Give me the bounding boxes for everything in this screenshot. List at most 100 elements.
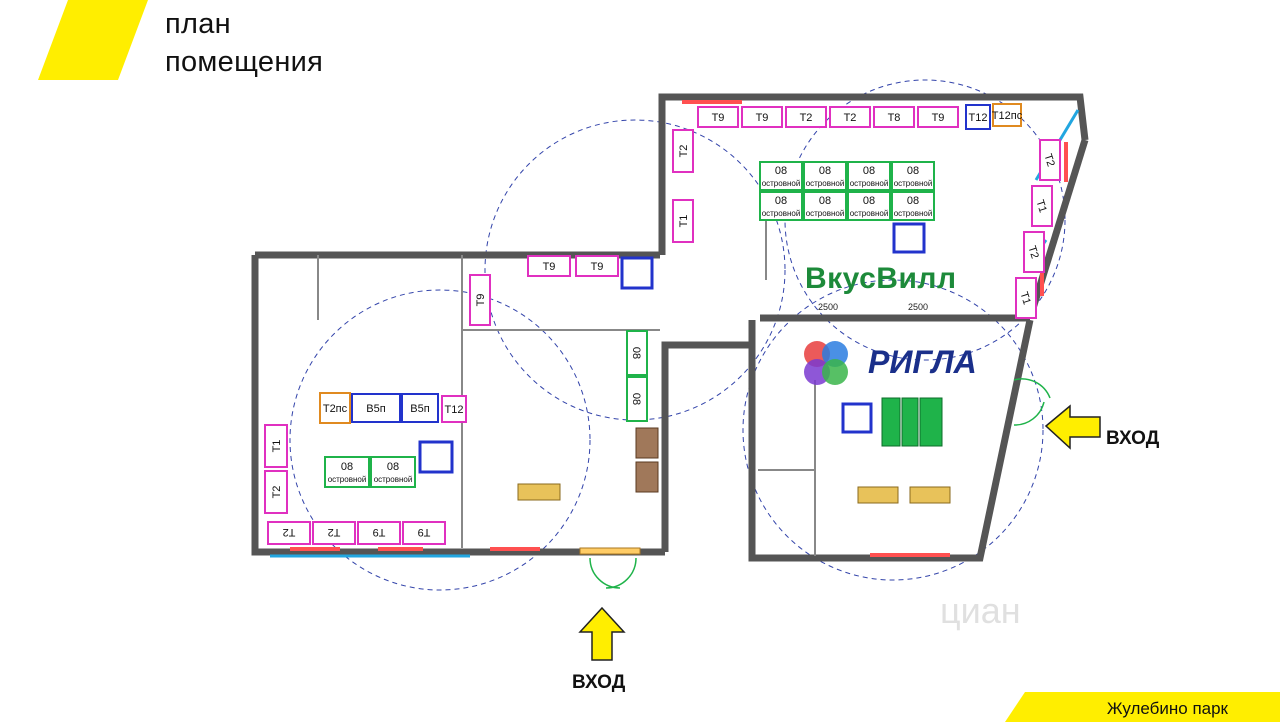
- left-island-1: 08: [387, 461, 399, 473]
- right-wall-shelf-2: Т2: [1025, 244, 1040, 260]
- left-shelf-t2ps-frame: [319, 392, 351, 424]
- page-title-line1: план: [165, 8, 231, 40]
- right-wall-shelf-3-frame: [1015, 277, 1037, 319]
- left-island-0-sub: островной: [328, 475, 367, 484]
- mid-shelf-0-frame: [527, 255, 571, 277]
- top-shelf-2: Т2: [800, 112, 813, 124]
- top-corner-t12: Т12: [969, 112, 988, 124]
- mid-vert-island-0: 08: [630, 347, 642, 359]
- mid-shelf-1-frame: [575, 255, 619, 277]
- top-corner-t12ps-frame: [992, 103, 1022, 127]
- right-island-7: 08: [907, 195, 919, 207]
- entrance-arrow-right: [1044, 404, 1101, 450]
- right-island-6-sub: островной: [850, 209, 889, 218]
- footer-accent-shape: [1005, 692, 1280, 722]
- right-island-1-frame: [803, 161, 847, 191]
- top-shelf-3-frame: [829, 106, 871, 128]
- entrance-label-bottom: ВХОД: [572, 672, 626, 693]
- bottom-shelf-3: Т9: [418, 526, 431, 538]
- left-upper-shelf-0-frame: [672, 129, 694, 173]
- right-wall-shelf-0-frame: [1039, 139, 1061, 181]
- top-corner-t12ps: Т12пс: [992, 110, 1023, 122]
- right-island-1-sub: островной: [806, 179, 845, 188]
- cian-watermark: циан: [940, 590, 1021, 631]
- top-shelf-1: Т9: [756, 112, 769, 124]
- bottom-shelf-0: Т2: [283, 526, 296, 538]
- entrance-label-right: ВХОД: [1106, 428, 1160, 449]
- bottom-shelf-2: Т9: [373, 526, 386, 538]
- right-island-1: 08: [819, 165, 831, 177]
- left-shelf-v5p-1: В5п: [366, 403, 385, 415]
- right-island-7-sub: островной: [894, 209, 933, 218]
- footer-location: Жулебино парк: [1106, 699, 1228, 718]
- right-island-0-frame: [759, 161, 803, 191]
- windows: [270, 109, 1080, 558]
- mid-vert-island-0-frame: [626, 330, 648, 376]
- bottom-shelf-0-frame: [267, 521, 311, 545]
- mid-col-shelf-frame: [469, 274, 491, 326]
- bottom-shelf-1-frame: [312, 521, 356, 545]
- right-island-2-sub: островной: [850, 179, 889, 188]
- right-wall-shelf-0: Т2: [1041, 152, 1056, 168]
- left-shelf-v5p-2-frame: [401, 393, 439, 423]
- right-island-3: 08: [907, 165, 919, 177]
- top-shelf-0: Т9: [712, 112, 725, 124]
- right-island-4: 08: [775, 195, 787, 207]
- right-island-3-frame: [891, 161, 935, 191]
- right-island-0: 08: [775, 165, 787, 177]
- left-shelf-t12: Т12: [445, 404, 464, 416]
- right-wall-shelf-1-frame: [1031, 185, 1053, 227]
- top-shelf-0-frame: [697, 106, 739, 128]
- left-shelf-v5p-1-frame: [351, 393, 401, 423]
- dimension-0: 2500: [818, 302, 838, 312]
- vkusvill-logo: ВкусВилл: [805, 262, 957, 295]
- top-shelf-3: Т2: [844, 112, 857, 124]
- walls: [251, 93, 1089, 562]
- dimension-1: 2500: [908, 302, 928, 312]
- entrance-door-right: [1013, 378, 1051, 426]
- storage-racks: [635, 427, 659, 493]
- right-islands: 08 островной 08 островной 08 островной 08 остро…: [759, 161, 935, 221]
- pharmacy-cabinets: [881, 397, 943, 447]
- right-island-5-sub: островной: [806, 209, 845, 218]
- top-shelf-1-frame: [741, 106, 783, 128]
- right-wall-shelf-3: Т1: [1017, 290, 1032, 306]
- left-wall-shelf-0: Т1: [271, 440, 283, 453]
- header-accent-shape: [38, 0, 148, 80]
- right-island-5: 08: [819, 195, 831, 207]
- right-island-5-frame: [803, 191, 847, 221]
- left-upper-shelf-0: Т2: [678, 145, 690, 158]
- right-island-4-sub: островной: [762, 209, 801, 218]
- mid-vert-island-1-frame: [626, 376, 648, 422]
- mid-shelf-0: Т9: [543, 261, 556, 273]
- left-wall-shelf-1-frame: [264, 470, 288, 514]
- left-shelf-group: Т2пс В5п В5п Т12: [319, 392, 467, 424]
- right-island-6: 08: [863, 195, 875, 207]
- left-wall-shelf-1: Т2: [271, 486, 283, 499]
- bottom-shelf-2-frame: [357, 521, 401, 545]
- left-upper-shelf-1-frame: [672, 199, 694, 243]
- right-island-7-frame: [891, 191, 935, 221]
- left-island-1-frame: [370, 456, 416, 488]
- top-shelf-5: Т9: [932, 112, 945, 124]
- page-title-line2: помещения: [165, 46, 324, 78]
- left-shelf-t2ps: Т2пс: [323, 403, 348, 415]
- heaters: [290, 100, 1068, 557]
- rigla-flower-icon: [804, 341, 848, 385]
- top-shelf-4-frame: [873, 106, 915, 128]
- top-shelf-4: Т8: [888, 112, 901, 124]
- right-wall-shelf-2-frame: [1023, 231, 1045, 273]
- right-island-2-frame: [847, 161, 891, 191]
- entrance-door-bottom: [579, 547, 641, 589]
- cash-desks: [517, 483, 951, 504]
- right-island-0-sub: островной: [762, 179, 801, 188]
- entrance-arrow-bottom: [578, 606, 626, 661]
- top-shelf-2-frame: [785, 106, 827, 128]
- right-island-3-sub: островной: [894, 179, 933, 188]
- left-shelf-v5p-2: В5п: [410, 403, 429, 415]
